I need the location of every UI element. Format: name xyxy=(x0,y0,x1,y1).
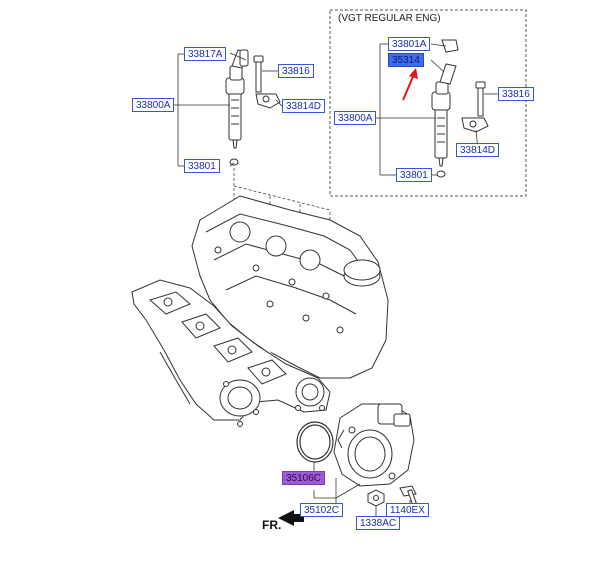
part-label-33816-left[interactable]: 33816 xyxy=(278,64,314,78)
part-label-1338ac[interactable]: 1338AC xyxy=(356,516,401,530)
part-label-33800a-left[interactable]: 33800A xyxy=(132,98,175,112)
right-clamp-33814d xyxy=(461,117,489,133)
cylinder-head xyxy=(191,195,389,379)
left-washer-33801 xyxy=(229,158,239,166)
inset-title: (VGT REGULAR ENG) xyxy=(338,13,441,24)
front-direction-arrow xyxy=(278,510,304,526)
right-washer-33801 xyxy=(436,170,446,178)
part-label-33800a-right[interactable]: 33800A xyxy=(334,111,377,125)
throttle-body-35102c xyxy=(333,403,415,487)
front-direction-label: FR. xyxy=(262,518,282,532)
gasket-35106c xyxy=(296,421,334,463)
part-label-33814d-right[interactable]: 33814D xyxy=(456,143,500,157)
part-label-33801-right[interactable]: 33801 xyxy=(396,168,432,182)
part-label-33816-right[interactable]: 33816 xyxy=(498,87,534,101)
part-label-35314[interactable]: 35314 xyxy=(388,53,424,67)
left-bolt-33816 xyxy=(253,55,264,93)
right-injector xyxy=(431,63,457,167)
intake-manifold xyxy=(131,279,331,427)
right-connector-33801a xyxy=(441,39,459,53)
left-injector xyxy=(225,49,249,149)
left-leader-lines xyxy=(174,52,283,167)
vgt-inset-box xyxy=(329,9,527,197)
left-clamp-33814d xyxy=(255,93,281,109)
part-label-33817a[interactable]: 33817A xyxy=(184,47,227,61)
part-label-35102c[interactable]: 35102C xyxy=(300,503,344,517)
part-label-33801-left[interactable]: 33801 xyxy=(184,159,220,173)
right-bolt-33816 xyxy=(475,81,486,117)
part-label-33814d-left[interactable]: 33814D xyxy=(282,99,326,113)
bolt-1140ex xyxy=(399,485,417,505)
nut-1338ac xyxy=(367,489,385,507)
part-label-1140ex[interactable]: 1140EX xyxy=(386,503,429,517)
red-arrow xyxy=(402,68,418,101)
part-label-33801a[interactable]: 33801A xyxy=(388,37,431,51)
part-label-35106c[interactable]: 35106C xyxy=(282,471,326,485)
